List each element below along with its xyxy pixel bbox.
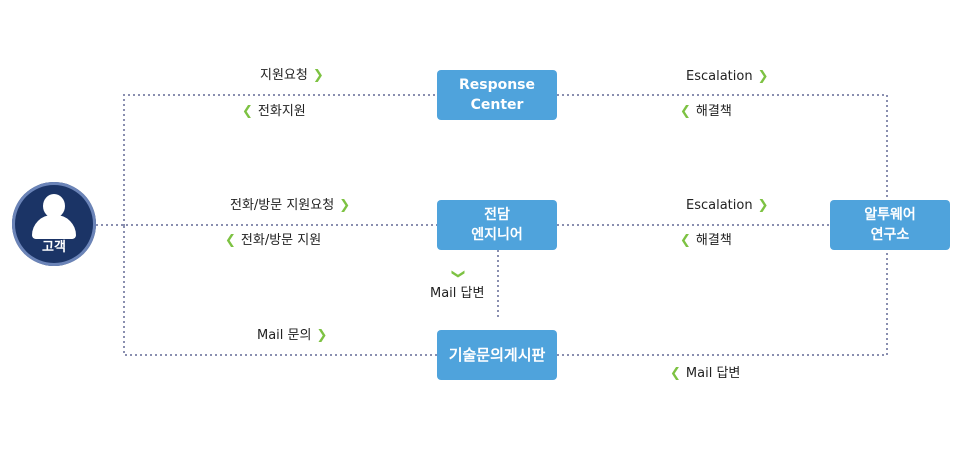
user-icon-head bbox=[43, 194, 65, 218]
chevron-right-icon: ❯ bbox=[757, 198, 769, 213]
label-mail-reply-engineer: Mail 답변 bbox=[430, 286, 484, 302]
label-solution-top-text: 해결책 bbox=[695, 104, 732, 119]
label-mail-reply-lab: ❮ Mail 답변 bbox=[670, 366, 740, 382]
label-mail-inquiry-text: Mail 문의 bbox=[257, 328, 312, 343]
arrow-down-mail: ❯ bbox=[450, 266, 466, 282]
label-phone-support-text: 전화지원 bbox=[257, 104, 306, 119]
chevron-right-icon: ❯ bbox=[312, 68, 324, 83]
customer-label: 고객 bbox=[42, 240, 66, 255]
label-support-request: 지원요청 ❯ bbox=[260, 68, 324, 84]
chevron-left-icon: ❮ bbox=[225, 233, 236, 248]
chevron-right-icon: ❯ bbox=[316, 328, 328, 343]
label-escalation-top-text: Escalation bbox=[686, 69, 753, 84]
label-support-request-text: 지원요청 bbox=[260, 68, 308, 83]
label-solution-top: ❮ 해결책 bbox=[680, 104, 732, 120]
connector-bottom-right bbox=[557, 250, 888, 356]
chevron-down-icon: ❯ bbox=[450, 268, 466, 280]
response-center-node: Response Center bbox=[437, 70, 557, 120]
chevron-left-icon: ❮ bbox=[242, 104, 253, 119]
label-solution-mid-text: 해결책 bbox=[695, 233, 732, 248]
connector-top-left bbox=[123, 94, 437, 226]
customer-node: 고객 bbox=[12, 182, 96, 266]
label-mail-reply-lab-text: Mail 답변 bbox=[685, 366, 741, 381]
tech-inquiry-board-node: 기술문의게시판 bbox=[437, 330, 557, 380]
chevron-left-icon: ❮ bbox=[680, 233, 691, 248]
label-solution-mid: ❮ 해결책 bbox=[680, 233, 732, 249]
label-phone-support: ❮ 전화지원 bbox=[242, 104, 306, 120]
label-escalation-top: Escalation ❯ bbox=[686, 69, 769, 85]
label-mail-inquiry: Mail 문의 ❯ bbox=[257, 328, 327, 344]
label-visit-support: ❮ 전화/방문 지원 bbox=[225, 233, 321, 249]
label-escalation-mid-text: Escalation bbox=[686, 198, 753, 213]
label-visit-request: 전화/방문 지원요청 ❯ bbox=[230, 198, 350, 214]
label-escalation-mid: Escalation ❯ bbox=[686, 198, 769, 214]
altuware-lab-node: 알투웨어 연구소 bbox=[830, 200, 950, 250]
label-mail-reply-engineer-text: Mail 답변 bbox=[430, 286, 485, 301]
label-visit-request-text: 전화/방문 지원요청 bbox=[230, 198, 335, 213]
chevron-left-icon: ❮ bbox=[680, 104, 691, 119]
connector-top-right bbox=[557, 94, 888, 200]
chevron-right-icon: ❯ bbox=[339, 198, 351, 213]
chevron-left-icon: ❮ bbox=[670, 366, 681, 381]
label-visit-support-text: 전화/방문 지원 bbox=[240, 233, 322, 248]
user-icon-body bbox=[32, 215, 76, 239]
dedicated-engineer-node: 전담 엔지니어 bbox=[437, 200, 557, 250]
chevron-right-icon: ❯ bbox=[757, 69, 769, 84]
